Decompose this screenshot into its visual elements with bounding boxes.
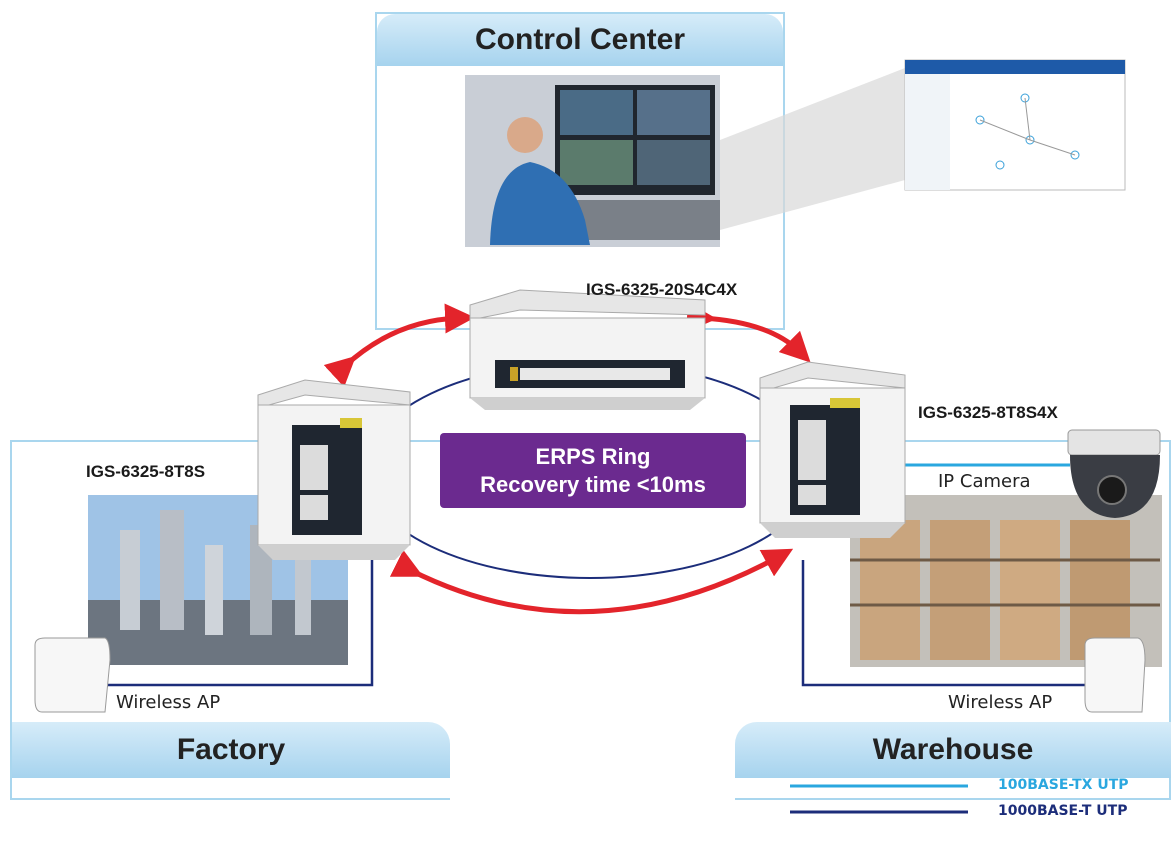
control-center-photo: [465, 75, 720, 247]
warehouse-zone: [735, 440, 1171, 800]
wireless-ap-right-label: Wireless AP: [948, 692, 1053, 713]
wireless-ap-right-icon: [1084, 637, 1146, 713]
core-switch-label: IGS-6325-20S4C4X: [586, 280, 738, 299]
right-switch-label: IGS-6325-8T8S4X: [918, 403, 1058, 422]
erps-recovery-time: Recovery time <10ms: [480, 471, 706, 497]
right-switch-cabinet: [759, 361, 906, 538]
factory-photo: [88, 495, 348, 665]
left-switch-label: IGS-6325-8T8S: [86, 462, 206, 481]
erps-ring-box: ERPS Ring Recovery time <10ms: [440, 433, 746, 508]
factory-zone: [10, 440, 450, 800]
ip-camera-icon: [1067, 429, 1161, 518]
arrow-right-top: [686, 302, 811, 363]
control-center-title: Control Center: [377, 14, 783, 66]
ip-camera-label: IP Camera: [938, 471, 1031, 492]
warehouse-ap-link: [801, 560, 1085, 687]
legend-label-100base: 100BASE-TX UTP: [998, 777, 1129, 793]
wireless-ap-left-label: Wireless AP: [116, 692, 221, 713]
left-switch-cabinet: [257, 379, 411, 560]
arrow-left-top: [323, 303, 475, 388]
warehouse-title: Warehouse: [735, 722, 1171, 778]
erps-ring-title: ERPS Ring: [535, 443, 651, 469]
factory-ap-link: [105, 560, 374, 687]
factory-title: Factory: [12, 722, 450, 778]
nms-screenshot: [720, 59, 1126, 230]
core-switch-cabinet: [469, 289, 706, 410]
wireless-ap-left-icon: [34, 637, 111, 713]
legend-label-1000base: 1000BASE-T UTP: [998, 803, 1128, 819]
arrow-bottom: [389, 548, 794, 615]
